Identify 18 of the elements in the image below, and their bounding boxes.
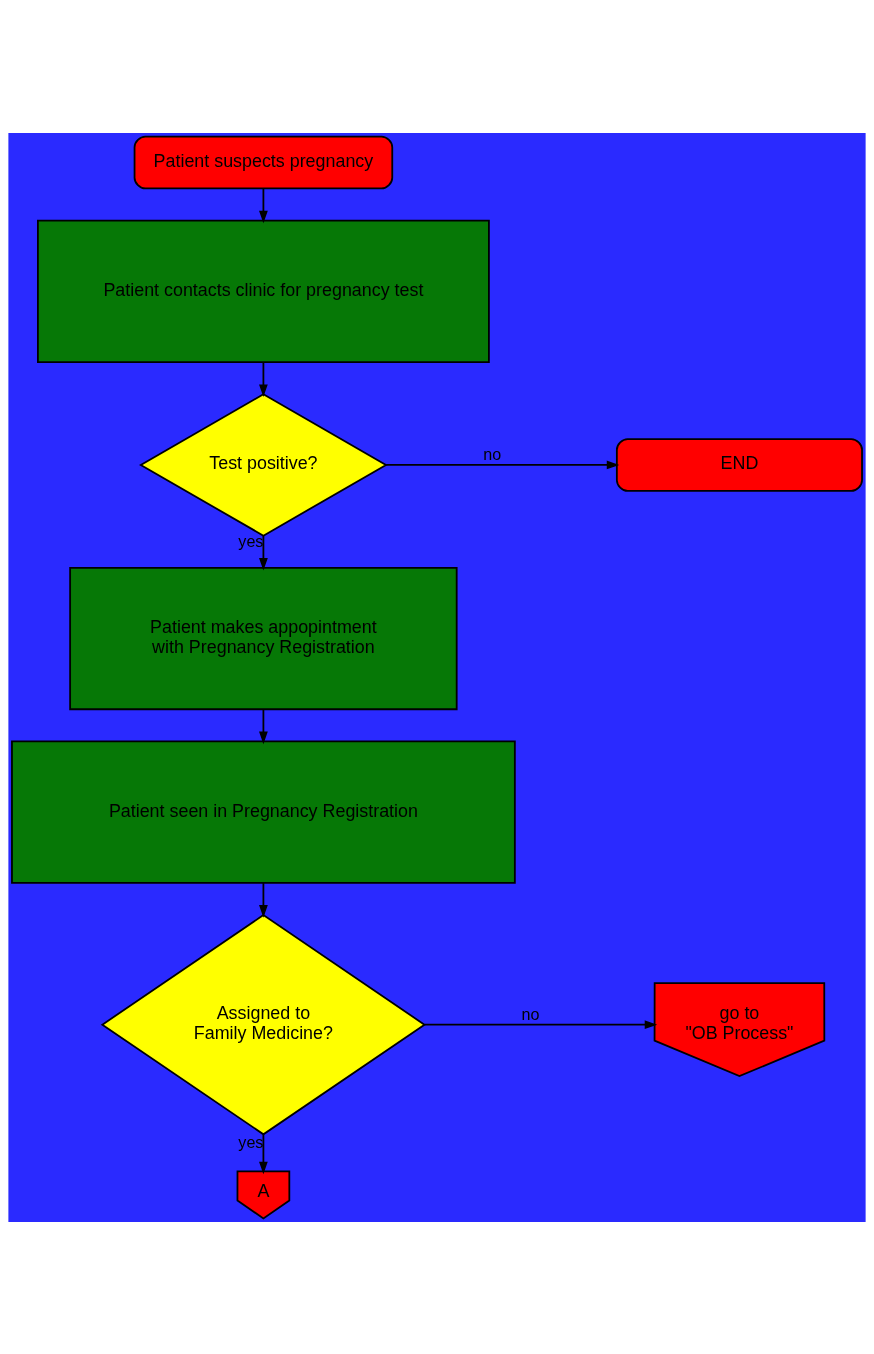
node-diamond: Test positive? (139, 392, 388, 537)
edge-label: no (521, 1004, 540, 1023)
node-box: Patient seen in Pregnancy Registration (11, 740, 516, 884)
edge-label: yes (238, 1132, 264, 1151)
arrow (259, 1133, 268, 1174)
node-box: Patient makes appopintment with Pregnancy Registration (69, 566, 458, 710)
node-diamond: Assigned to Family Medicine? (100, 913, 427, 1135)
arrow (423, 1019, 658, 1029)
arrow (385, 460, 620, 469)
node-box: END (615, 437, 863, 492)
edge-label: no (483, 444, 502, 463)
arrow (259, 187, 268, 223)
arrow (259, 881, 268, 918)
node-box: Patient suspects pregnancy (133, 135, 394, 189)
node-box: Patient contacts clinic for pregnancy test (37, 219, 490, 363)
arrow (259, 534, 268, 571)
arrow (259, 707, 268, 744)
arrow (259, 360, 268, 397)
